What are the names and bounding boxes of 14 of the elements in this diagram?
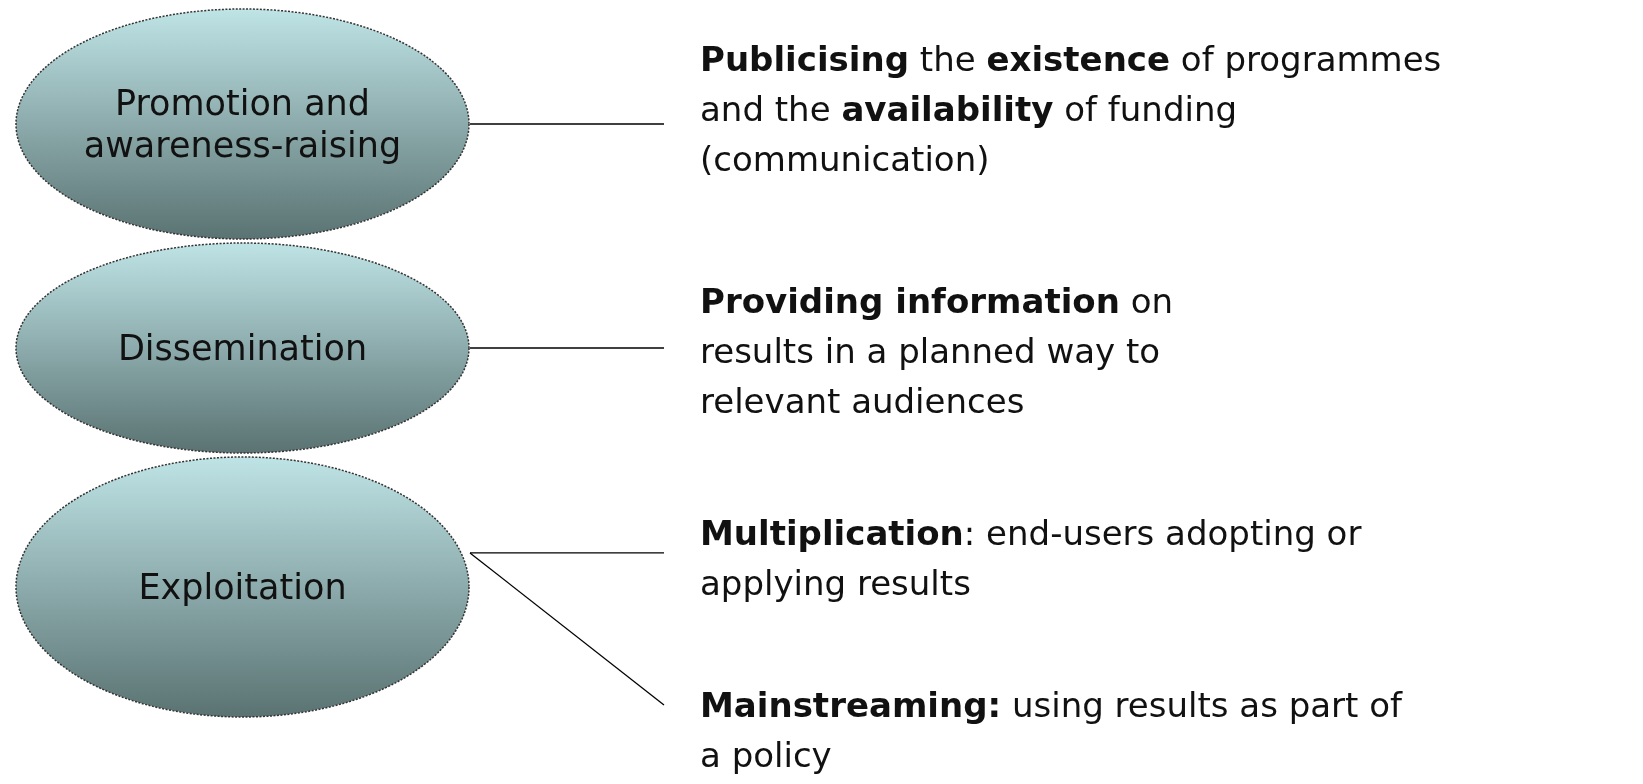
description-text: Providing information on results in a planned way to relevant audiences [700, 276, 1240, 426]
connector-line [469, 552, 665, 554]
connector-line [469, 552, 665, 706]
ellipse-node [15, 242, 470, 454]
node-label: Promotion and awareness-raising [82, 82, 403, 166]
description-text: Publicising the existence of programmes and the availability of funding (communication) [700, 34, 1470, 184]
ellipse-node [15, 8, 470, 240]
connector-line [469, 123, 665, 125]
node-label: Exploitation [137, 566, 348, 608]
description-text: Mainstreaming: using results as part of a policy [700, 680, 1430, 780]
ellipse-node [15, 456, 470, 718]
connector-line [469, 347, 665, 349]
description-text: Multiplication: end-users adopting or applying results [700, 508, 1500, 608]
node-label: Dissemination [116, 327, 369, 369]
